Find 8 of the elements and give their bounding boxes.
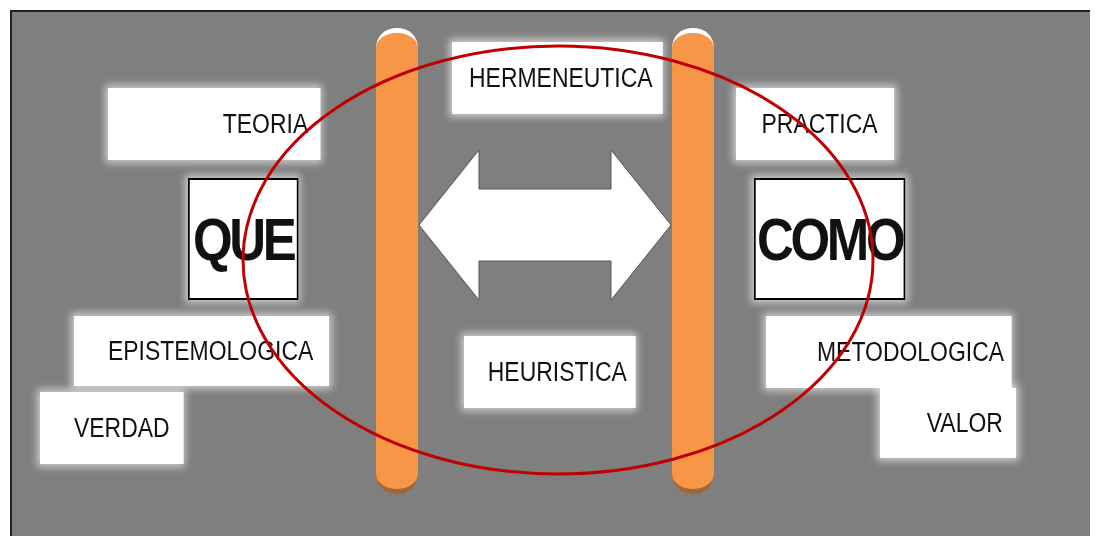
- term-card: HEURISTICA: [464, 336, 636, 408]
- term-card: HERMENEUTICA: [452, 42, 663, 114]
- vertical-bar: [376, 28, 418, 494]
- term-card: VALOR: [880, 388, 1016, 458]
- vertical-bar: [672, 28, 714, 494]
- term-card: VERDAD: [40, 392, 184, 464]
- double-arrow: [418, 149, 672, 301]
- term-card: TEORIA: [108, 88, 321, 160]
